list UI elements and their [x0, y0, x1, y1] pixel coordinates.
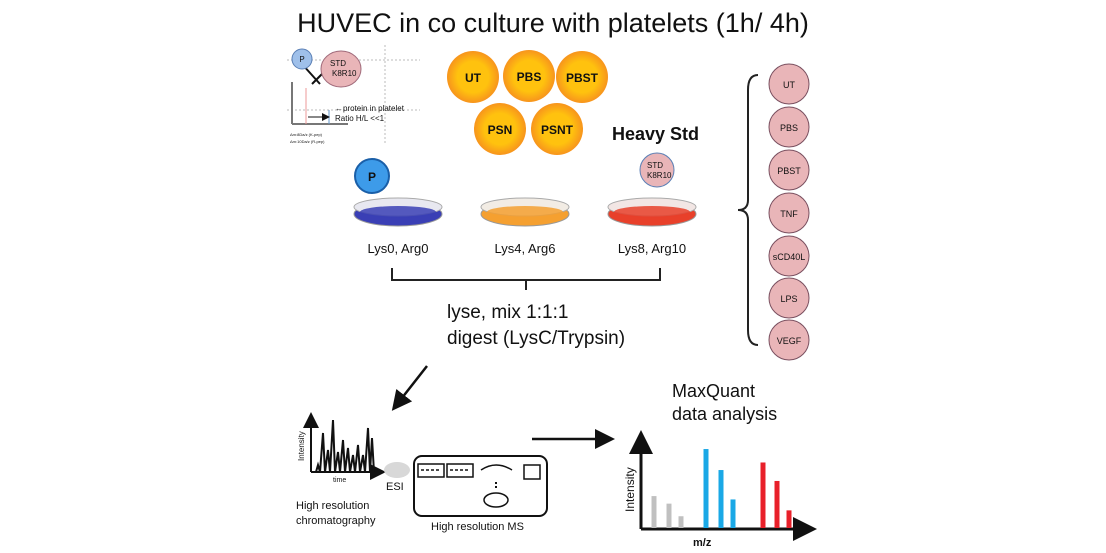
- svg-text:Lys8, Arg10: Lys8, Arg10: [618, 241, 686, 256]
- svg-text:PBST: PBST: [777, 166, 801, 176]
- treatment-psnt: PSNT: [531, 103, 583, 155]
- page-title: HUVEC in co culture with platelets (1h/ …: [297, 8, 809, 38]
- bar-medium-3: [730, 499, 736, 528]
- svg-text:PBS: PBS: [517, 70, 542, 84]
- svg-text:STD: STD: [330, 59, 346, 68]
- svg-text:P: P: [368, 170, 376, 184]
- svg-text:UT: UT: [783, 80, 795, 90]
- chromatogram: Intensity time ESI High resolution chrom…: [296, 412, 410, 527]
- condition-pbs: PBS: [768, 106, 810, 148]
- svg-text:chromatography: chromatography: [296, 515, 376, 527]
- svg-text:K8R10: K8R10: [647, 171, 672, 180]
- svg-text:PSNT: PSNT: [541, 123, 574, 137]
- bar-light-3: [678, 516, 684, 528]
- svg-text:Δm:8Da/z (K-pep): Δm:8Da/z (K-pep): [290, 132, 323, 137]
- mix-text-1: lyse, mix 1:1:1: [447, 302, 568, 323]
- mix-bracket: [391, 268, 661, 290]
- svg-text:TNF: TNF: [780, 209, 798, 219]
- mass-spectrum-chart: Intensity m/z: [623, 430, 817, 549]
- bar-heavy-1: [760, 462, 766, 528]
- dish-heavy: Lys8, Arg10: [607, 197, 697, 256]
- svg-text:High resolution: High resolution: [296, 500, 369, 512]
- svg-text:High resolution MS: High resolution MS: [431, 521, 524, 533]
- condition-scd40l: sCD40L: [768, 235, 810, 277]
- treatment-ut: UT: [447, 51, 499, 103]
- svg-text:Lys0, Arg0: Lys0, Arg0: [368, 241, 429, 256]
- spectrum-ylabel: Intensity: [623, 467, 637, 512]
- condition-lps: LPS: [768, 277, 810, 319]
- treatment-pbst: PBST: [556, 51, 608, 103]
- bar-medium-1: [703, 449, 709, 528]
- heavy-std-title: Heavy Std: [612, 124, 699, 144]
- platelet-circle: P: [354, 158, 390, 194]
- svg-text:time: time: [333, 477, 346, 484]
- spectrum-xlabel: m/z: [693, 537, 712, 549]
- svg-text:ESI: ESI: [386, 481, 404, 493]
- condition-ut: UT: [768, 63, 810, 105]
- mass-spectrometer: High resolution MS: [413, 455, 548, 533]
- svg-text:sCD40L: sCD40L: [773, 252, 806, 262]
- svg-text:Ratio H/L <<1: Ratio H/L <<1: [335, 114, 385, 123]
- bar-heavy-3: [786, 510, 792, 528]
- culture-dishes: Lys0, Arg0 Lys4, Arg6 Lys8, Arg10: [353, 197, 697, 256]
- bar-medium-2: [718, 470, 724, 528]
- isotope-inset: P STD K8R10 ←protein in platelet Ratio H…: [287, 45, 420, 145]
- svg-text:PBST: PBST: [566, 71, 599, 85]
- svg-text:VEGF: VEGF: [777, 336, 802, 346]
- treatment-circles: UT PBS PBST PSN PSNT: [447, 50, 608, 155]
- maxquant-line1: MaxQuant: [672, 381, 755, 401]
- svg-text:STD: STD: [647, 161, 663, 170]
- dish-medium: Lys4, Arg6: [480, 197, 570, 256]
- conditions-bracket: [737, 74, 759, 346]
- arrow-down-left: [391, 365, 428, 411]
- maxquant-line2: data analysis: [672, 404, 777, 424]
- condition-tnf: TNF: [768, 192, 810, 234]
- svg-text:LPS: LPS: [780, 294, 797, 304]
- dish-light: Lys0, Arg0: [353, 197, 443, 256]
- svg-text:←protein in platelet: ←protein in platelet: [335, 104, 405, 113]
- svg-text:PSN: PSN: [488, 123, 513, 137]
- bar-light-2: [666, 503, 672, 528]
- bar-heavy-2: [774, 480, 780, 528]
- treatment-psn: PSN: [474, 103, 526, 155]
- svg-text:K8R10: K8R10: [332, 69, 357, 78]
- svg-text:UT: UT: [465, 71, 482, 85]
- svg-text:Lys4, Arg6: Lys4, Arg6: [495, 241, 556, 256]
- heavy-std-circle: STD K8R10: [639, 152, 675, 188]
- condition-vegf: VEGF: [768, 319, 810, 361]
- svg-text:Intensity: Intensity: [297, 431, 306, 461]
- condition-circles: UT PBS PBST TNF sCD40L LPS VEGF: [768, 63, 810, 361]
- svg-text:PBS: PBS: [780, 123, 798, 133]
- svg-text:Δm:10Da/z (R-pep): Δm:10Da/z (R-pep): [290, 139, 325, 144]
- mix-text-2: digest (LysC/Trypsin): [447, 328, 625, 349]
- svg-text:P: P: [299, 55, 304, 64]
- bar-light-1: [651, 496, 657, 528]
- condition-pbst: PBST: [768, 149, 810, 191]
- treatment-pbs: PBS: [503, 50, 555, 102]
